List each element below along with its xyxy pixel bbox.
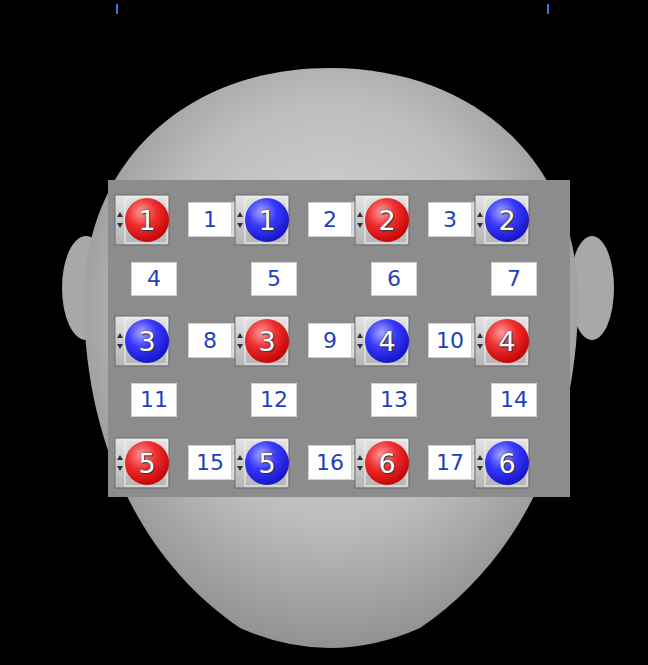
detector-circle: 6: [485, 441, 529, 485]
spinner-arrows: [357, 455, 363, 471]
spinner-arrows: [117, 212, 123, 228]
node-number: 17: [436, 452, 464, 474]
channel-box: 5: [251, 262, 297, 296]
node-number: 13: [380, 389, 408, 411]
spinner-arrows: [477, 455, 483, 471]
node-number: 11: [140, 389, 168, 411]
button-frame: [475, 316, 529, 366]
spinner-arrows: [477, 212, 483, 228]
spinner-arrows: [357, 333, 363, 349]
node-number: 6: [387, 268, 401, 290]
node-number: 3: [138, 328, 155, 355]
spinner-arrows: [357, 212, 363, 228]
node-number: 1: [258, 207, 275, 234]
node-number: 3: [443, 209, 457, 231]
source-circle: 1: [125, 198, 169, 242]
channel-box: 4: [131, 262, 177, 296]
button-frame: [355, 316, 409, 366]
source-circle: 6: [365, 441, 409, 485]
node-number: 5: [267, 268, 281, 290]
source-circle: 4: [485, 319, 529, 363]
node-number: 4: [378, 328, 395, 355]
node-number: 14: [500, 389, 528, 411]
button-frame: [475, 195, 529, 245]
button-frame: [355, 195, 409, 245]
channel-box: 13: [371, 383, 417, 417]
button-frame: [235, 438, 289, 488]
node-number: 2: [323, 209, 337, 231]
channel-box: 2: [308, 202, 352, 237]
channel-box: 1: [188, 202, 232, 237]
channel-box: 17: [428, 445, 472, 480]
node-number: 2: [498, 207, 515, 234]
source-circle: 5: [125, 441, 169, 485]
spinner-arrows: [477, 333, 483, 349]
detector-circle: 4: [365, 319, 409, 363]
node-number: 15: [196, 452, 224, 474]
node-number: 6: [498, 450, 515, 477]
channel-box: 16: [308, 445, 352, 480]
channel-box: 9: [308, 323, 352, 358]
spinner-arrows: [237, 455, 243, 471]
spinner-arrows: [237, 333, 243, 349]
node-number: 10: [436, 330, 464, 352]
channel-box: 14: [491, 383, 537, 417]
button-frame: [355, 438, 409, 488]
channel-box: 6: [371, 262, 417, 296]
node-number: 7: [507, 268, 521, 290]
node-number: 8: [203, 330, 217, 352]
channel-box: 12: [251, 383, 297, 417]
detector-circle: 1: [245, 198, 289, 242]
source-circle: 2: [365, 198, 409, 242]
channel-box: 7: [491, 262, 537, 296]
spinner-arrows: [117, 455, 123, 471]
channel-box: 15: [188, 445, 232, 480]
detector-circle: 5: [245, 441, 289, 485]
button-frame: [235, 316, 289, 366]
node-number: 6: [378, 450, 395, 477]
spinner-arrows: [237, 212, 243, 228]
spinner-arrows: [117, 333, 123, 349]
button-frame: [235, 195, 289, 245]
node-number: 12: [260, 389, 288, 411]
channel-box: 11: [131, 383, 177, 417]
detector-circle: 3: [125, 319, 169, 363]
button-frame: [115, 438, 169, 488]
channel-box: 10: [428, 323, 472, 358]
source-circle: 3: [245, 319, 289, 363]
button-frame: [115, 195, 169, 245]
node-number: 4: [498, 328, 515, 355]
node-number: 4: [147, 268, 161, 290]
channel-box: 3: [428, 202, 472, 237]
button-frame: [475, 438, 529, 488]
node-number: 16: [316, 452, 344, 474]
node-number: 1: [203, 209, 217, 231]
node-number: 5: [138, 450, 155, 477]
channel-box: 8: [188, 323, 232, 358]
button-frame: [115, 316, 169, 366]
node-number: 1: [138, 207, 155, 234]
node-number: 2: [378, 207, 395, 234]
detector-circle: 2: [485, 198, 529, 242]
node-number: 3: [258, 328, 275, 355]
node-number: 9: [323, 330, 337, 352]
node-number: 5: [258, 450, 275, 477]
